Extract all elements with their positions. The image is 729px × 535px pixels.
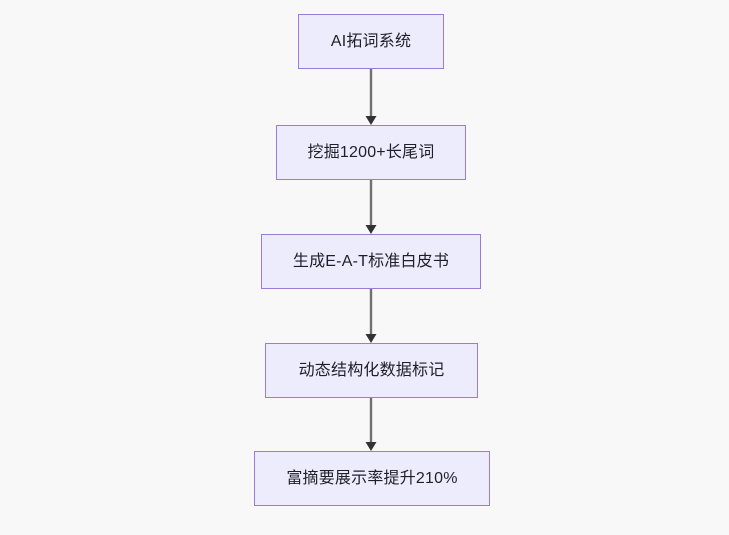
flowchart-node-ai-keyword-system[interactable]: AI拓词系统 (298, 14, 444, 69)
flowchart-edge-n4-to-n5 (365, 398, 377, 451)
flowchart-node-dynamic-structured-data[interactable]: 动态结构化数据标记 (265, 343, 478, 398)
arrowhead-down-icon (365, 334, 377, 343)
arrowhead-down-icon (365, 225, 377, 234)
node-label: 动态结构化数据标记 (298, 361, 445, 379)
flowchart-edge-n3-to-n4 (365, 289, 377, 343)
arrowhead-down-icon (365, 116, 377, 125)
flowchart-edge-n2-to-n3 (365, 180, 377, 234)
node-label: 生成E-A-T标准白皮书 (292, 252, 450, 270)
arrowhead-down-icon (365, 442, 377, 451)
node-label: AI拓词系统 (330, 32, 412, 50)
flowchart-edge-n1-to-n2 (365, 69, 377, 125)
node-label: 富摘要展示率提升210% (286, 469, 458, 487)
flowchart-node-rich-snippet-uplift[interactable]: 富摘要展示率提升210% (254, 451, 490, 506)
flowchart-node-mine-longtail-keywords[interactable]: 挖掘1200+长尾词 (276, 125, 466, 180)
node-label: 挖掘1200+长尾词 (307, 143, 435, 161)
flowchart-node-generate-eat-whitepaper[interactable]: 生成E-A-T标准白皮书 (261, 234, 481, 289)
